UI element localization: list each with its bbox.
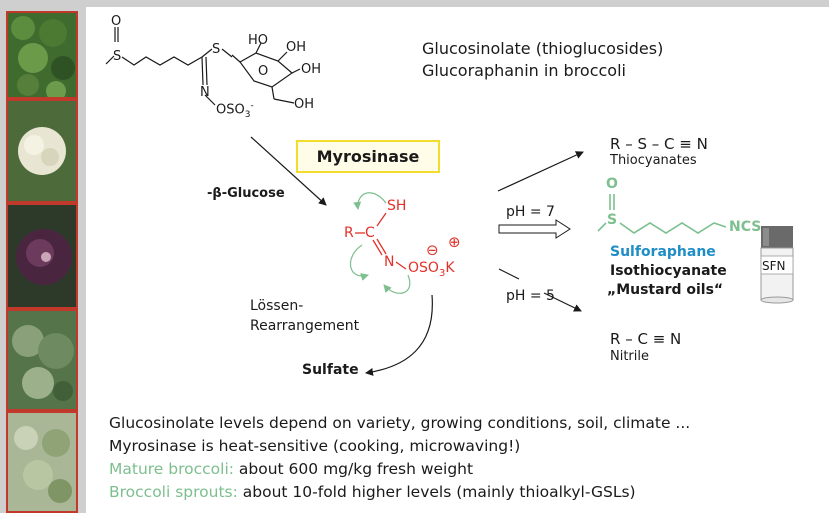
caption-line-1: Glucosinolate (thioglucosides): [422, 39, 664, 58]
note-line-2: Myrosinase is heat-sensitive (cooking, m…: [109, 437, 521, 455]
broccoli-sprouts-photo: [6, 411, 78, 513]
gr-sulfonate: OSO3-: [216, 101, 254, 120]
gr-sulfur-2: S: [212, 42, 221, 57]
gr-nitrogen: N: [200, 85, 210, 100]
slide: O S S N OSO3- O HO OH OH OH Glucosinolat…: [86, 7, 829, 513]
isothiocyanate-label: Isothiocyanate: [610, 263, 727, 279]
open-arrow: [498, 219, 571, 239]
top-bar: [0, 0, 829, 7]
cauliflower-photo: [6, 99, 78, 203]
sfn-sulfur: S: [607, 212, 618, 228]
intermediate-bonds: [355, 212, 407, 270]
gr-oh-4: OH: [294, 97, 315, 112]
int-r: R: [344, 225, 354, 241]
caption-line-2: Glucoraphanin in broccoli: [422, 61, 626, 80]
note-line-3: Mature broccoli: about 600 mg/kg fresh w…: [109, 460, 474, 478]
int-sh: SH: [387, 198, 407, 214]
vial-label: SFN: [762, 259, 786, 273]
sulforaphane-name: Sulforaphane: [610, 244, 716, 260]
rearrangement-line-2: Rearrangement: [250, 318, 360, 334]
broccoli-photo-1: [6, 11, 78, 99]
red-cabbage-photo: [6, 203, 78, 309]
mustard-oils-label: „Mustard oils“: [607, 282, 724, 298]
sulfate-label: Sulfate: [302, 362, 359, 378]
nitrile-label: Nitrile: [610, 349, 649, 364]
broccoli-photo-2: [6, 309, 78, 411]
sfn-oxygen: O: [606, 176, 618, 192]
gr-sulfur-1: S: [113, 49, 122, 64]
rearrangement-line-1: Lössen-: [250, 298, 304, 314]
int-n: N: [384, 254, 395, 270]
note-line-4: Broccoli sprouts: about 10-fold higher l…: [109, 483, 636, 501]
note-line-3-highlight: Mature broccoli:: [109, 460, 234, 478]
sfn-ncs: NCS: [729, 219, 762, 235]
gr-oh-3: OH: [301, 62, 322, 77]
sfn-vial: SFN: [757, 226, 797, 308]
minus-charge: ⊖: [426, 241, 439, 259]
reaction-diagram: [105, 27, 727, 376]
gr-oh-1: HO: [248, 33, 269, 48]
note-line-4-highlight: Broccoli sprouts:: [109, 483, 238, 501]
nitrile-formula: R – C ≡ N: [610, 330, 682, 348]
thiocyanate-formula: R – S – C ≡ N: [610, 135, 708, 153]
gr-oh-2: OH: [286, 40, 307, 55]
glucose-loss-label: -β-Glucose: [207, 186, 285, 201]
glucoraphanin-bonds: [105, 27, 301, 106]
ph-5-label: pH = 5: [506, 288, 555, 304]
sulforaphane-bonds: [597, 194, 727, 234]
photo-strip: [0, 7, 86, 513]
myrosinase-box: Myrosinase: [296, 140, 440, 173]
plus-charge: ⊕: [448, 233, 461, 251]
thiocyanate-label: Thiocyanates: [610, 153, 697, 168]
ph-7-label: pH = 7: [506, 204, 555, 220]
gr-ring-oxygen: O: [258, 64, 269, 79]
int-c: C: [365, 225, 375, 241]
int-osok: OSO3K: [408, 260, 455, 279]
gr-oxygen: O: [111, 14, 122, 29]
note-line-1: Glucosinolate levels depend on variety, …: [109, 414, 691, 432]
